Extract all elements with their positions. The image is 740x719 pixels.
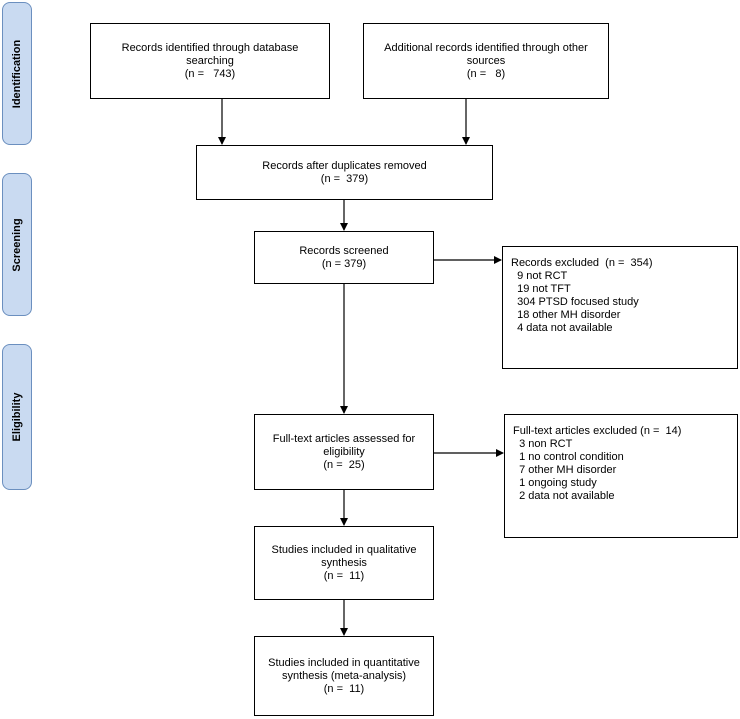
box-quantitative-synthesis: Studies included in quantitative synthes… xyxy=(254,636,434,716)
box-line: synthesis xyxy=(321,556,367,569)
box-line: Studies included in quantitative xyxy=(268,656,420,669)
box-line: (n = 25) xyxy=(323,458,365,471)
stage-screening: Screening xyxy=(2,173,32,316)
box-qualitative-synthesis: Studies included in qualitative synthesi… xyxy=(254,526,434,600)
box-line: 18 other MH disorder xyxy=(511,309,621,321)
box-line: searching xyxy=(186,54,234,67)
box-line: Records identified through database xyxy=(121,41,299,54)
box-line: synthesis (meta-analysis) xyxy=(281,669,407,682)
box-line: 7 other MH disorder xyxy=(513,464,617,476)
box-line: 1 ongoing study xyxy=(513,477,597,489)
box-line: (n = 11) xyxy=(323,569,365,582)
box-line: (n = 743) xyxy=(184,67,236,80)
box-fulltext-excluded: Full-text articles excluded (n = 14) 3 n… xyxy=(504,414,738,538)
box-records-excluded: Records excluded (n = 354) 9 not RCT 19 … xyxy=(502,246,738,369)
box-line: Records excluded (n = 354) xyxy=(511,257,653,269)
box-line: 3 non RCT xyxy=(513,438,573,450)
box-line: Studies included in qualitative xyxy=(271,543,417,556)
box-line: Full-text articles assessed for xyxy=(272,432,416,445)
box-line: Full-text articles excluded (n = 14) xyxy=(513,425,682,437)
box-line: 4 data not available xyxy=(511,322,613,334)
box-line: 1 no control condition xyxy=(513,451,624,463)
box-line: (n = 8) xyxy=(466,67,506,80)
box-after-duplicates: Records after duplicates removed (n = 37… xyxy=(196,145,493,200)
box-line: 304 PTSD focused study xyxy=(511,296,639,308)
box-line: (n = 11) xyxy=(323,682,365,695)
box-line: 19 not TFT xyxy=(511,283,571,295)
box-database-search: Records identified through database sear… xyxy=(90,23,330,99)
box-line: Additional records identified through ot… xyxy=(384,41,588,54)
box-line: 9 not RCT xyxy=(511,270,568,282)
box-line: 2 data not available xyxy=(513,490,615,502)
stage-identification: Identification xyxy=(2,2,32,145)
box-line: (n = 379) xyxy=(321,257,367,270)
box-line: sources xyxy=(466,54,506,67)
box-line: eligibility xyxy=(323,445,365,458)
box-line: Records after duplicates removed xyxy=(262,159,427,172)
box-fulltext-assessed: Full-text articles assessed for eligibil… xyxy=(254,414,434,490)
box-line: (n = 379) xyxy=(320,172,369,185)
box-records-screened: Records screened (n = 379) xyxy=(254,231,434,284)
box-other-sources: Additional records identified through ot… xyxy=(363,23,609,99)
stage-eligibility: Eligibility xyxy=(2,344,32,490)
box-line: Records screened xyxy=(299,244,389,257)
